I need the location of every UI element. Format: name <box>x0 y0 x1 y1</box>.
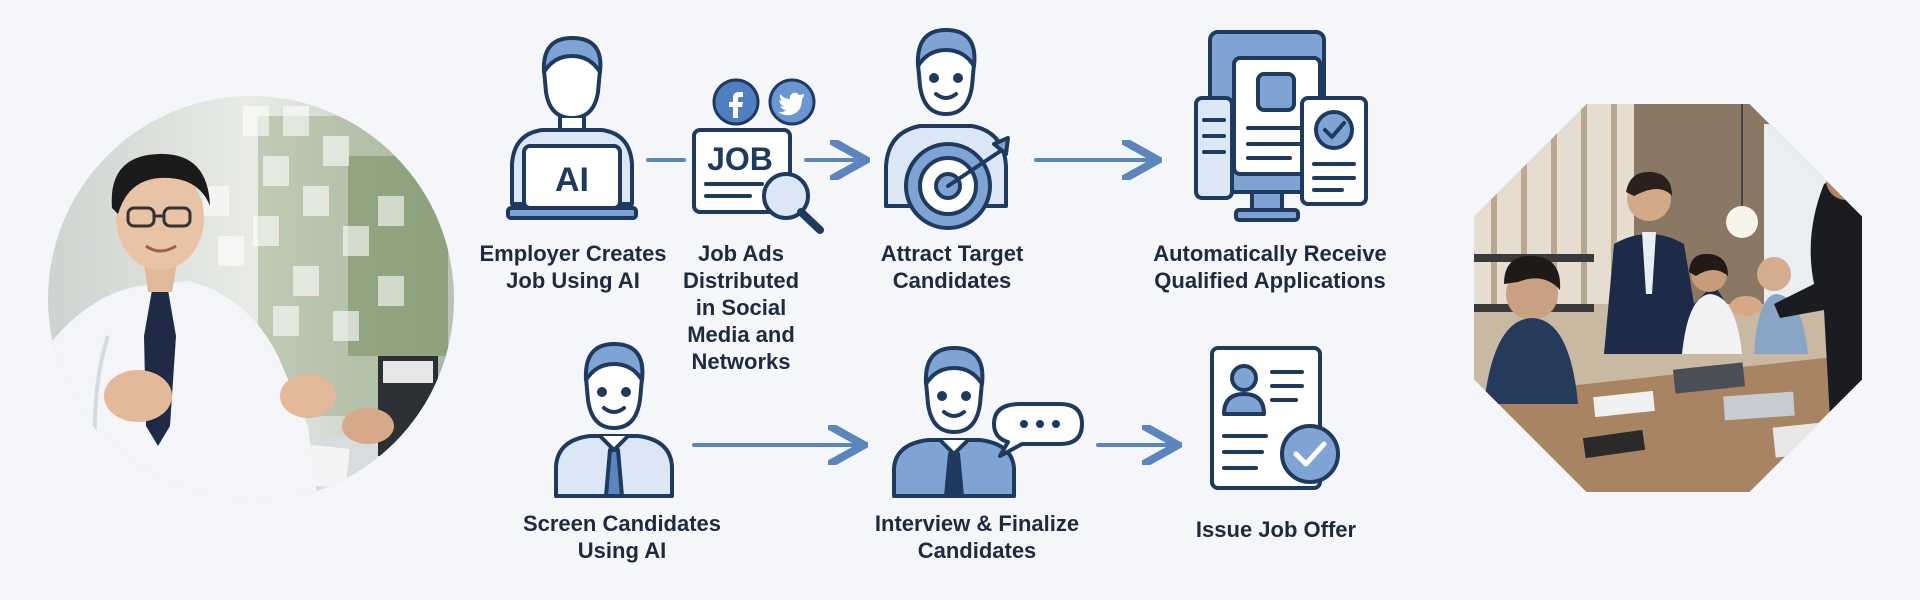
step-label-screen: Screen Candidates Using AI <box>522 511 722 563</box>
step-label-offer: Issue Job Offer <box>1195 517 1357 542</box>
laptop-ai-text: AI <box>555 161 589 199</box>
interview-chat-icon <box>892 346 1084 498</box>
twitter-icon <box>768 78 816 126</box>
handshake-meeting-photo <box>1474 104 1862 492</box>
step-label-receive: Automatically Receive Qualified Applicat… <box>1153 241 1387 293</box>
step-label-job-ads: Job Ads Distributed in Social Media and … <box>682 241 800 374</box>
job-sign-text: JOB <box>707 141 773 177</box>
step-label-attract: Attract Target Candidates <box>880 241 1024 293</box>
step-label-interview: Interview & Finalize Candidates <box>874 511 1080 563</box>
facebook-icon <box>712 78 760 126</box>
target-person-icon <box>884 28 1010 230</box>
candidate-person-icon <box>554 342 674 498</box>
laptop-ai-person-icon: AI <box>506 36 638 220</box>
job-ad-search-icon: JOB <box>692 128 824 234</box>
step-label-employer: Employer Creates Job Using AI <box>479 241 667 293</box>
job-offer-document-icon <box>1210 346 1340 490</box>
devices-application-icon <box>1194 30 1368 222</box>
